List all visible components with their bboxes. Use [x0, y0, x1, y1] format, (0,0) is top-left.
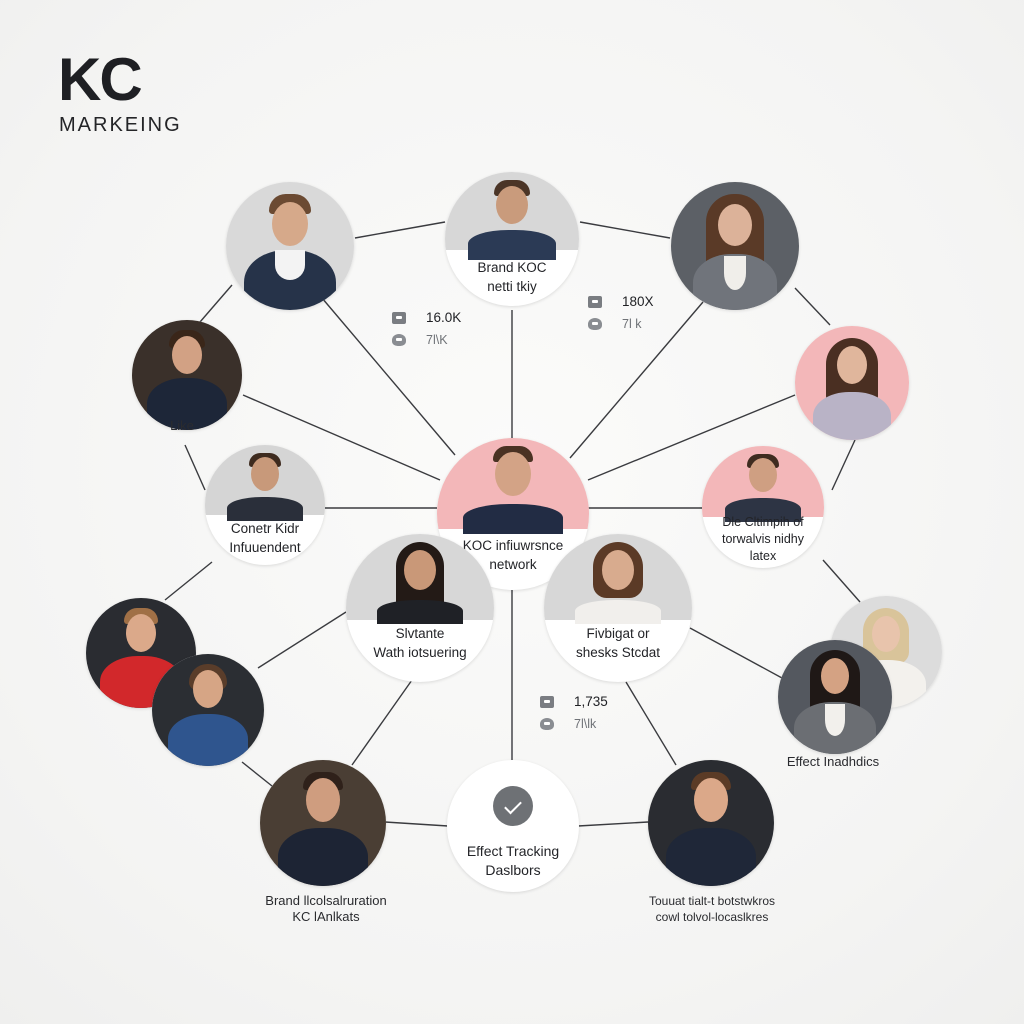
influencer-photo: [346, 534, 494, 624]
reaction-icon: [588, 318, 602, 330]
reaction-icon: [540, 718, 554, 730]
node-label: Slvtante Wath iotsuering: [373, 626, 467, 660]
check-icon: [493, 786, 533, 826]
stat-left: 16.0K 7l\K: [392, 310, 482, 354]
link: [351, 679, 413, 766]
influencer-node-right-mid[interactable]: Dle Cltimpih of torwalvis nidhy latex: [702, 446, 824, 568]
influencer-node-bottom-right[interactable]: [648, 760, 774, 886]
influencer-photo: [152, 654, 264, 766]
influencer-photo: [544, 534, 692, 624]
influencer-photo: [226, 182, 354, 310]
node-label: Conetr Kidr Infuuendent: [229, 521, 301, 555]
label-brand-collaboration: Brand llcolsalruration KC lAnlkats: [265, 893, 387, 924]
link: [577, 821, 649, 827]
influencer-photo: [778, 640, 892, 754]
link: [354, 221, 446, 239]
influencer-node-left-lower[interactable]: [152, 654, 264, 766]
node-label: Brand KOC netti tkiy: [477, 260, 547, 294]
link: [384, 821, 449, 827]
influencer-node-top-left[interactable]: [226, 182, 354, 310]
stat-value: 1,735: [574, 694, 608, 709]
influencer-node-left-upper[interactable]: [132, 320, 242, 430]
stat-value: 16.0K: [426, 310, 462, 325]
brand-main-text: KC: [58, 46, 143, 113]
label-effect-analytics: Effect Inadhdics: [786, 754, 880, 769]
node-label: Fivbigat or shesks Stcdat: [575, 626, 661, 660]
stat-right: 180X 7l k: [588, 294, 678, 338]
influencer-node-bottom-left[interactable]: [260, 760, 386, 886]
influencer-node-right-upper[interactable]: [795, 326, 909, 440]
influencer-photo: [702, 446, 824, 522]
link: [321, 297, 456, 456]
stat-sub: 7l k: [622, 317, 642, 331]
node-label: Dle Cltimpih of torwalvis nidhy latex: [722, 515, 804, 563]
stat-value: 180X: [622, 294, 654, 309]
node-label: Effect Tracking Daslbors: [466, 843, 560, 878]
influencer-node-top-center[interactable]: Brand KOC netti tkiy: [445, 172, 579, 306]
link: [257, 611, 347, 669]
influencer-photo: [132, 320, 242, 430]
brand-sub-text: MARKEING: [59, 114, 182, 136]
comment-icon: [540, 696, 554, 708]
stat-sub: 7l\K: [426, 333, 448, 347]
label-like: Like: [170, 418, 194, 433]
link: [242, 394, 441, 481]
link: [587, 394, 796, 481]
stat-sub: 7l\lk: [574, 717, 597, 731]
influencer-node-top-right[interactable]: [671, 182, 799, 310]
brand-logo: KC MARKEING: [58, 50, 218, 140]
link: [689, 627, 783, 679]
link: [579, 221, 671, 239]
influencer-photo: [205, 445, 325, 521]
influencer-node-lower-left[interactable]: Slvtante Wath iotsuering: [346, 534, 494, 682]
comment-icon: [588, 296, 602, 308]
influencer-node-lower-right[interactable]: Fivbigat or shesks Stcdat: [544, 534, 692, 682]
reaction-icon: [392, 334, 406, 346]
link: [164, 561, 213, 601]
stat-bottom: 1,735 7l\lk: [540, 694, 630, 738]
link: [794, 287, 831, 326]
influencer-photo: [795, 326, 909, 440]
link: [625, 681, 677, 766]
comment-icon: [392, 312, 406, 324]
influencer-node-right-lower[interactable]: [778, 640, 892, 754]
label-touchpoint-trackers: Touuat tialt-t botstwkros cowl tolvol-lo…: [648, 894, 776, 924]
influencer-photo: [445, 172, 579, 260]
influencer-photo: [437, 438, 589, 534]
link: [184, 444, 206, 491]
link: [822, 559, 861, 603]
influencer-photo: [671, 182, 799, 310]
influencer-node-left-mid[interactable]: Conetr Kidr Infuuendent: [205, 445, 325, 565]
dashboard-node-effect-tracking[interactable]: Effect Tracking Daslbors: [447, 760, 579, 892]
link: [569, 301, 704, 459]
influencer-photo: [260, 760, 386, 886]
link: [831, 439, 856, 491]
influencer-photo: [648, 760, 774, 886]
